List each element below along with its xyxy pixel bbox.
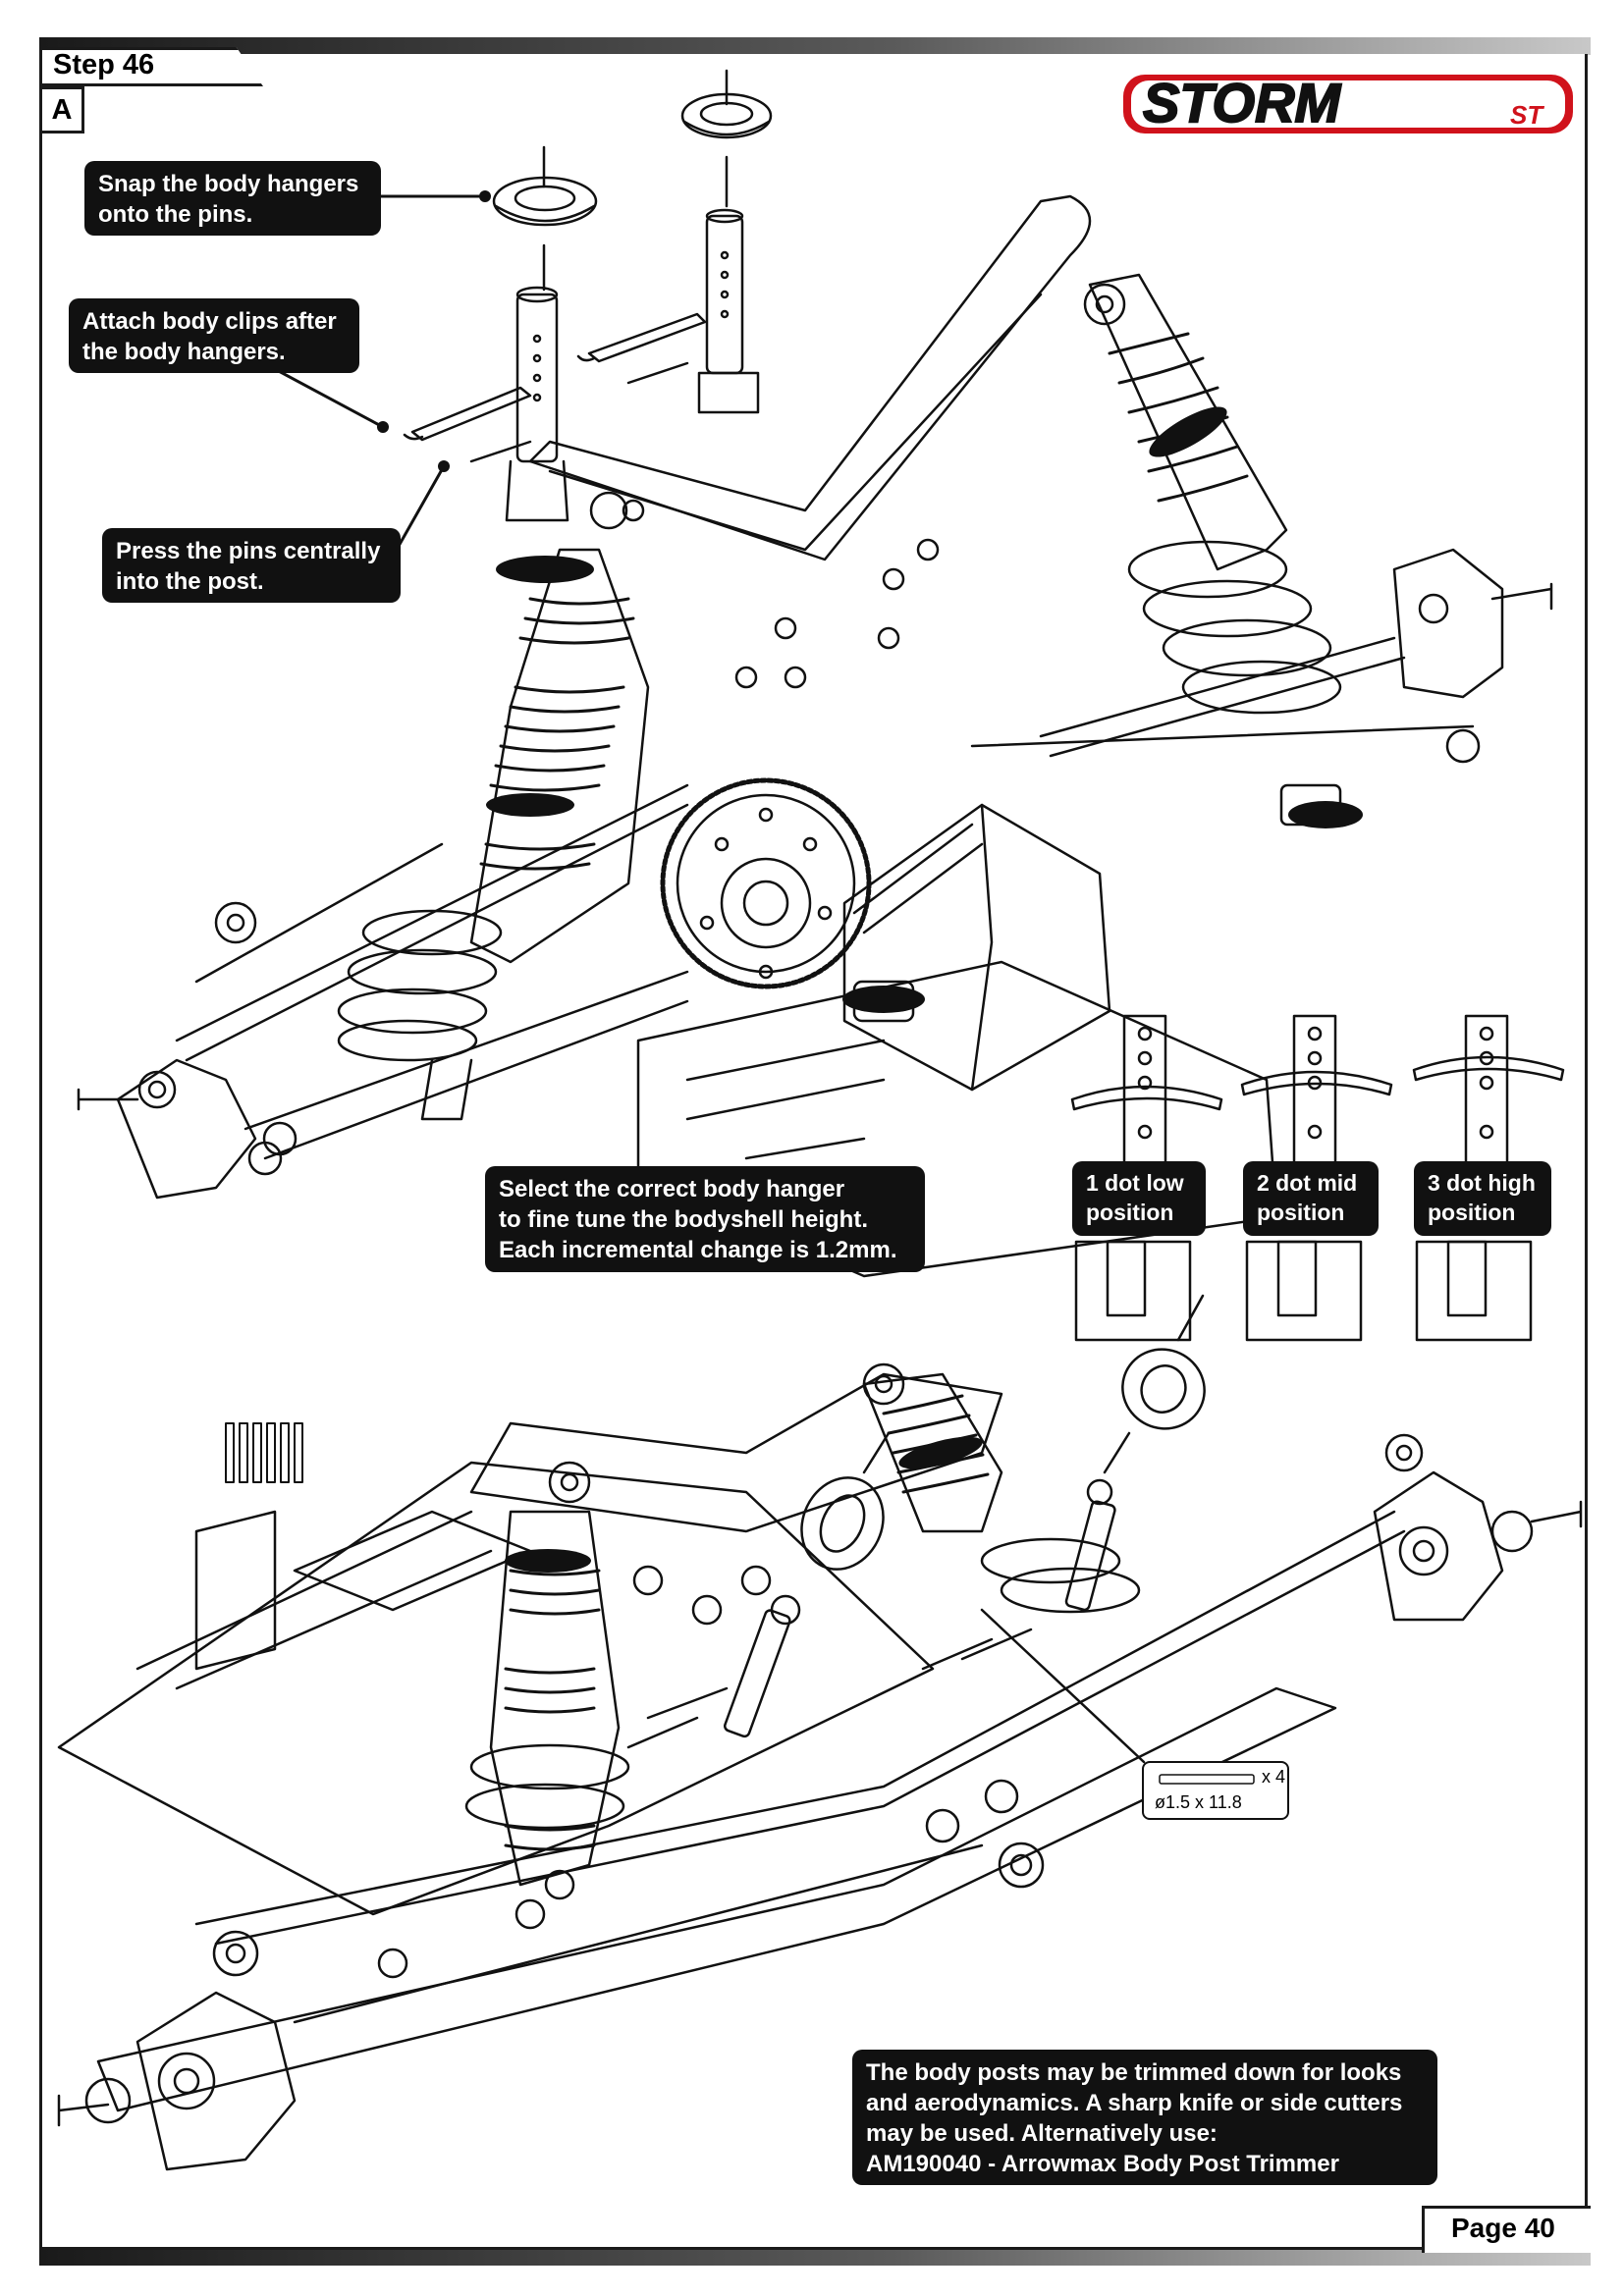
left-shock: [337, 491, 650, 1121]
storm-st-logo: STORM ST: [1123, 71, 1573, 134]
body-clip-left: [403, 386, 532, 442]
lower-left-shock: [464, 1461, 630, 1887]
pin-icon: [1159, 1774, 1255, 1785]
body-hanger-right: [680, 69, 773, 208]
page-number: Page 40: [1451, 2213, 1555, 2243]
page-frame-top: [39, 37, 1591, 55]
shock-tower: [528, 194, 1092, 561]
callout-attach-clips: Attach body clips after the body hangers…: [69, 298, 359, 373]
lower-left-upright: [57, 1930, 297, 2171]
callout-snap-hangers: Snap the body hangers onto the pins.: [84, 161, 381, 236]
position-label-low: 1 dot low position: [1072, 1161, 1206, 1236]
step-title: Step 46: [53, 49, 155, 80]
lower-body-hanger-left: [800, 1431, 891, 1571]
position-label-high: 3 dot high position: [1414, 1161, 1551, 1236]
right-body-post: [697, 208, 760, 414]
lower-body-hanger-right: [1103, 1294, 1206, 1474]
body-clip-right: [576, 312, 707, 363]
motor: [842, 803, 1111, 1092]
logo-wordmark: STORM: [1143, 72, 1342, 133]
right-upright: [970, 548, 1553, 764]
lower-shock-tower: [469, 1372, 1003, 1533]
position-label-mid: 2 dot mid position: [1243, 1161, 1379, 1236]
pin-size: ø1.5 x 11.8: [1155, 1792, 1242, 1812]
callout-press-pins: Press the pins centrally into the post.: [102, 528, 401, 603]
left-body-post: [505, 286, 569, 522]
callout-trim-posts: The body posts may be trimmed down for l…: [852, 2050, 1437, 2185]
lower-chassis-plate: [57, 1461, 935, 1916]
pin-quantity: x 4: [1262, 1767, 1286, 1787]
spur-gear: [660, 777, 872, 989]
logo-suffix: ST: [1510, 100, 1544, 130]
callout-select-hanger: Select the correct body hanger to fine t…: [485, 1166, 925, 1272]
body-hanger-left: [492, 145, 598, 292]
left-upright: [77, 783, 689, 1200]
page-frame-bottom: [39, 2250, 1591, 2266]
right-shock: [1083, 273, 1342, 827]
step-tab: [39, 47, 263, 86]
lower-suspension-arms: [96, 1510, 1406, 2112]
page-frame: [39, 54, 1588, 2250]
lower-right-body-post: [1064, 1478, 1116, 1612]
lower-left-body-post: [646, 1594, 801, 1738]
lower-right-upright: [1373, 1433, 1583, 1622]
sub-step-label: A: [39, 86, 84, 133]
lower-right-shock: [862, 1362, 1141, 1614]
pin-spec-box: [1142, 1761, 1289, 1820]
page-tab: [1422, 2206, 1591, 2253]
